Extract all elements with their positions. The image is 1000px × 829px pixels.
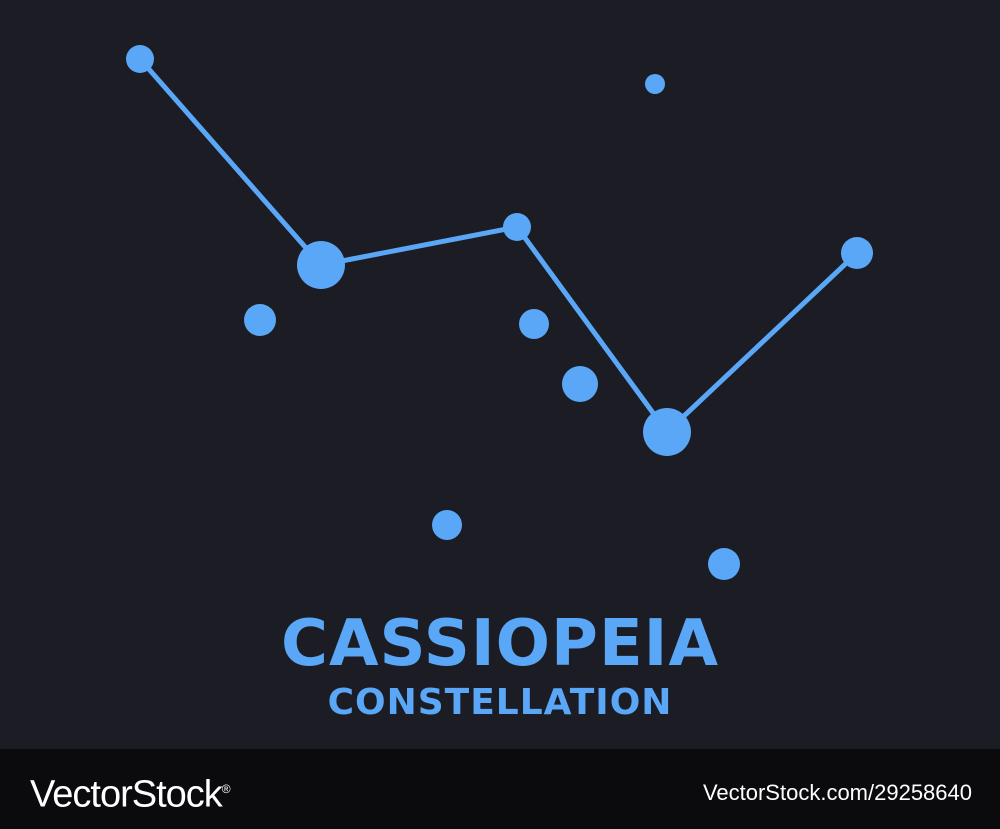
star-dot-icon (645, 74, 665, 94)
registered-mark: ® (221, 782, 231, 796)
star-dot-icon (708, 548, 740, 580)
star-dot-icon (643, 408, 691, 456)
star-dot-icon (562, 366, 598, 402)
constellation-lines (137, 56, 860, 435)
image-id-label: VectorStock.com/29258640 (702, 780, 972, 805)
star-dot-icon (841, 237, 873, 269)
constellation-sky (126, 45, 873, 580)
constellation-subtitle: CONSTELLATION (327, 682, 673, 723)
star-dot-icon (126, 45, 154, 73)
star-dot-icon (432, 510, 462, 540)
vectorstock-logo: VectorStock® (30, 766, 231, 818)
star-dot-icon (297, 241, 345, 289)
star-dot-icon (519, 309, 549, 339)
stars (126, 45, 873, 580)
stock-footer-bar: VectorStock® VectorStock.com/29258640 (0, 749, 1000, 829)
constellation-line (514, 224, 670, 435)
constellation-line (318, 224, 520, 268)
constellation-title: CASSIOPEIA (281, 607, 719, 681)
constellation-line (137, 56, 324, 268)
star-dot-icon (244, 304, 276, 336)
star-dot-icon (503, 213, 531, 241)
brand-name: VectorStock (30, 773, 223, 816)
constellation-line (664, 250, 860, 435)
